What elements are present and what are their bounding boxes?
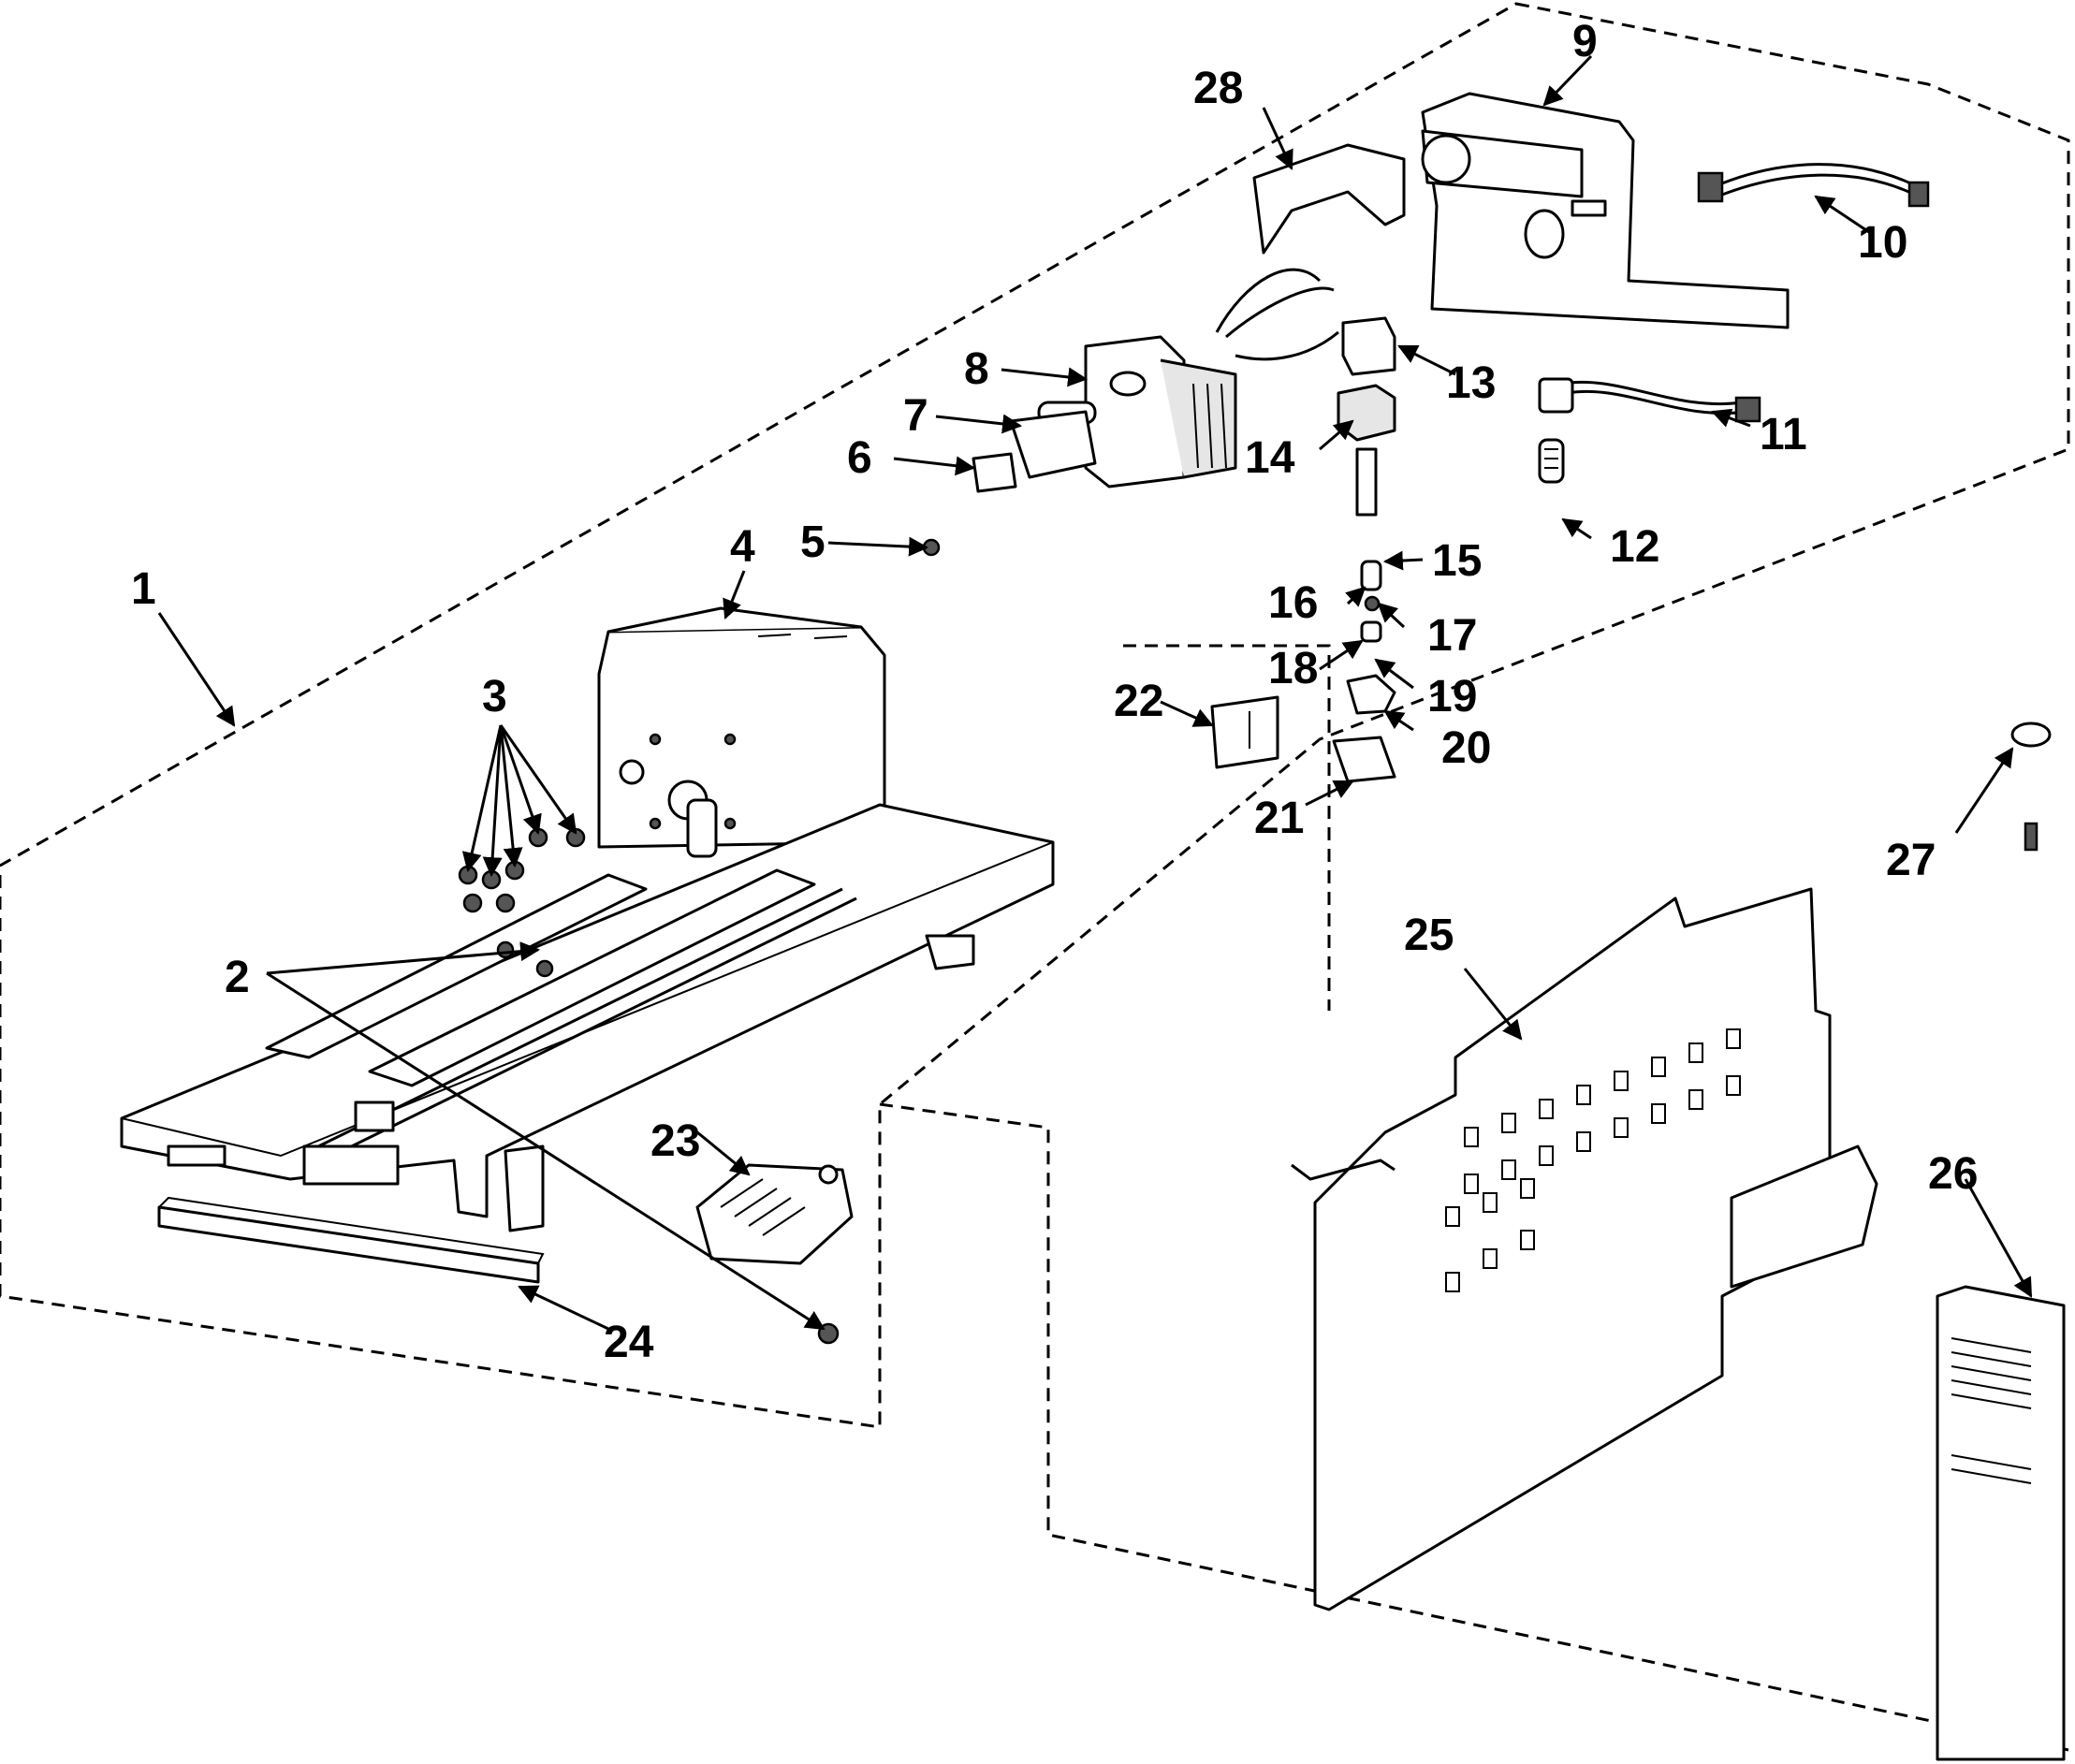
leaders — [157, 54, 2033, 1331]
callout-18: 18 — [1268, 644, 1318, 693]
callout-21: 21 — [1254, 794, 1304, 843]
switch — [1341, 316, 1396, 376]
callout-9: 9 — [1572, 17, 1598, 66]
side-panel — [1936, 1285, 2066, 1761]
bracket — [972, 410, 1097, 493]
dispenser-housing — [1421, 92, 1790, 329]
callout-13: 13 — [1446, 358, 1496, 408]
callout-6: 6 — [847, 433, 872, 483]
callout-labels: 1 2 3 4 5 6 7 8 9 10 11 12 13 14 15 16 1… — [131, 17, 1978, 1367]
wire-harness — [1538, 163, 1930, 423]
callout-19: 19 — [1427, 672, 1477, 722]
callout-23: 23 — [650, 1116, 700, 1166]
callout-8: 8 — [964, 344, 989, 394]
drive-motor — [1037, 268, 1339, 488]
callout-20: 20 — [1441, 723, 1491, 773]
callout-27: 27 — [1886, 836, 1936, 885]
callout-3: 3 — [482, 672, 507, 722]
callout-28: 28 — [1193, 64, 1243, 113]
callout-11: 11 — [1760, 410, 1807, 459]
callout-16: 16 — [1268, 578, 1318, 628]
callout-5: 5 — [800, 518, 826, 567]
bulb — [1538, 438, 1565, 484]
front-panel — [1291, 887, 1878, 1611]
motor-housing — [597, 606, 886, 858]
callout-1: 1 — [131, 564, 156, 614]
callout-25: 25 — [1404, 911, 1454, 960]
solenoid — [1337, 384, 1396, 517]
base-plate — [120, 803, 1055, 1232]
callout-26: 26 — [1928, 1149, 1978, 1199]
callout-14: 14 — [1245, 433, 1295, 483]
callout-22: 22 — [1114, 677, 1163, 726]
ice-tray — [695, 1163, 854, 1265]
cover — [1252, 143, 1406, 255]
callout-4: 4 — [730, 522, 755, 572]
callout-15: 15 — [1432, 536, 1482, 586]
vent-slots — [1445, 1028, 1741, 1292]
grommet — [2010, 722, 2052, 852]
callout-7: 7 — [903, 391, 928, 441]
small-parts — [1210, 560, 1396, 783]
callout-2: 2 — [225, 953, 250, 1002]
callout-24: 24 — [604, 1318, 654, 1367]
callout-12: 12 — [1610, 522, 1659, 572]
callout-17: 17 — [1427, 611, 1477, 661]
callout-10: 10 — [1858, 218, 1907, 268]
bar-part — [157, 1196, 545, 1284]
